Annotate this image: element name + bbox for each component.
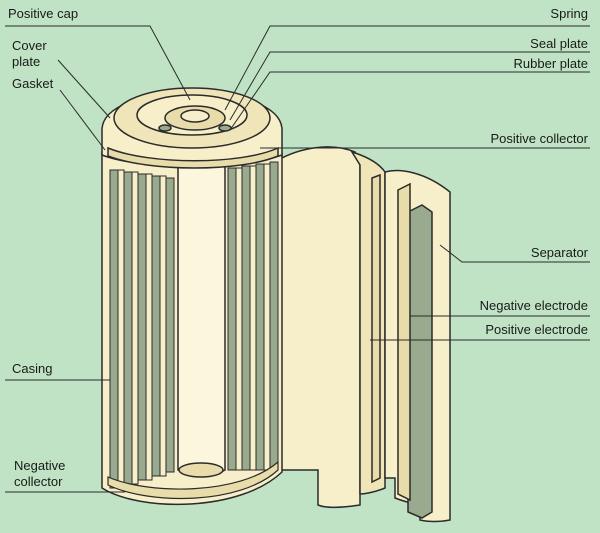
leader-separator: [439, 244, 590, 263]
top-cap-assembly: [101, 87, 283, 169]
negative-electrode-strip: [407, 204, 433, 519]
label-negative-collector-line1: Negative: [14, 458, 66, 473]
leader-positive-cap: [5, 25, 191, 101]
leader-seal-plate: [229, 51, 590, 121]
leader-cover-plate: [57, 59, 111, 119]
label-negative-collector-line2: collector: [14, 474, 63, 489]
label-cover-plate-line1: Cover: [12, 38, 47, 53]
label-spring: Spring: [550, 6, 588, 21]
right-electrode-layers: [227, 161, 279, 471]
label-rubber-plate: Rubber plate: [513, 56, 588, 71]
label-seal-plate: Seal plate: [530, 36, 588, 51]
label-positive-electrode: Positive electrode: [485, 322, 588, 337]
left-electrode-layers: [109, 169, 175, 489]
leader-gasket: [59, 89, 106, 151]
leader-rubber-plate: [229, 71, 590, 131]
label-negative-electrode: Negative electrode: [479, 298, 588, 313]
unrolled-sheets: [277, 146, 451, 523]
leader-spring: [224, 25, 590, 111]
label-positive-cap: Positive cap: [8, 6, 79, 21]
label-gasket: Gasket: [12, 76, 54, 91]
label-cover-plate-line2: plate: [12, 54, 41, 69]
leader-lines: [5, 25, 590, 493]
negative-collector-plate: [107, 460, 279, 500]
label-positive-collector: Positive collector: [490, 131, 588, 146]
label-separator: Separator: [530, 245, 588, 260]
positive-electrode-sheet: [277, 146, 361, 508]
label-casing: Casing: [12, 361, 53, 376]
